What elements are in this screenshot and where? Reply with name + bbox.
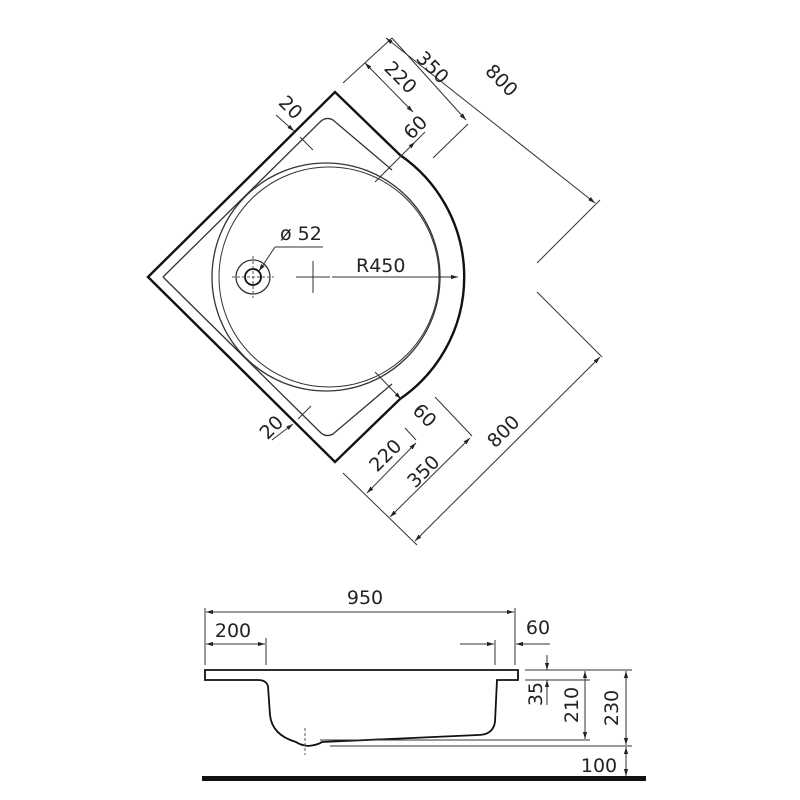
dim-60-bottom [374, 371, 402, 400]
dim-220-top [364, 62, 414, 113]
side-view: 950 200 60 35 210 230 100 [202, 587, 646, 781]
top-view: R450 ø 52 800 350 220 60 20 800 350 220 [146, 37, 603, 546]
dim-800-bottom [414, 356, 601, 542]
label-950: 950 [347, 587, 383, 609]
dim-20-top [275, 114, 295, 132]
label-20-bottom: 20 [255, 411, 288, 444]
tray-inner-rim [162, 117, 393, 437]
drain-label: ø 52 [280, 223, 322, 245]
label-60-bottom: 60 [408, 399, 441, 432]
floor-line [202, 776, 646, 781]
label-220-bottom: 220 [365, 435, 406, 476]
dim-350-bottom [389, 437, 471, 518]
dim-220-bottom [366, 442, 417, 494]
dim-800-top [385, 37, 596, 204]
radius-label: R450 [356, 255, 405, 277]
dim-60-top [374, 141, 416, 183]
label-35: 35 [525, 682, 547, 706]
label-60-top: 60 [399, 111, 432, 144]
tray-profile [204, 669, 519, 747]
label-800-bottom: 800 [483, 411, 524, 452]
label-60: 60 [526, 617, 550, 639]
label-20-top: 20 [274, 91, 307, 124]
label-350-bottom: 350 [403, 451, 444, 492]
label-800-top: 800 [481, 60, 522, 101]
label-210: 210 [561, 687, 583, 723]
label-100: 100 [581, 755, 617, 777]
label-200: 200 [215, 620, 251, 642]
dim-20-bottom [271, 423, 294, 441]
label-230: 230 [601, 690, 623, 726]
dim-350-top [391, 37, 467, 121]
